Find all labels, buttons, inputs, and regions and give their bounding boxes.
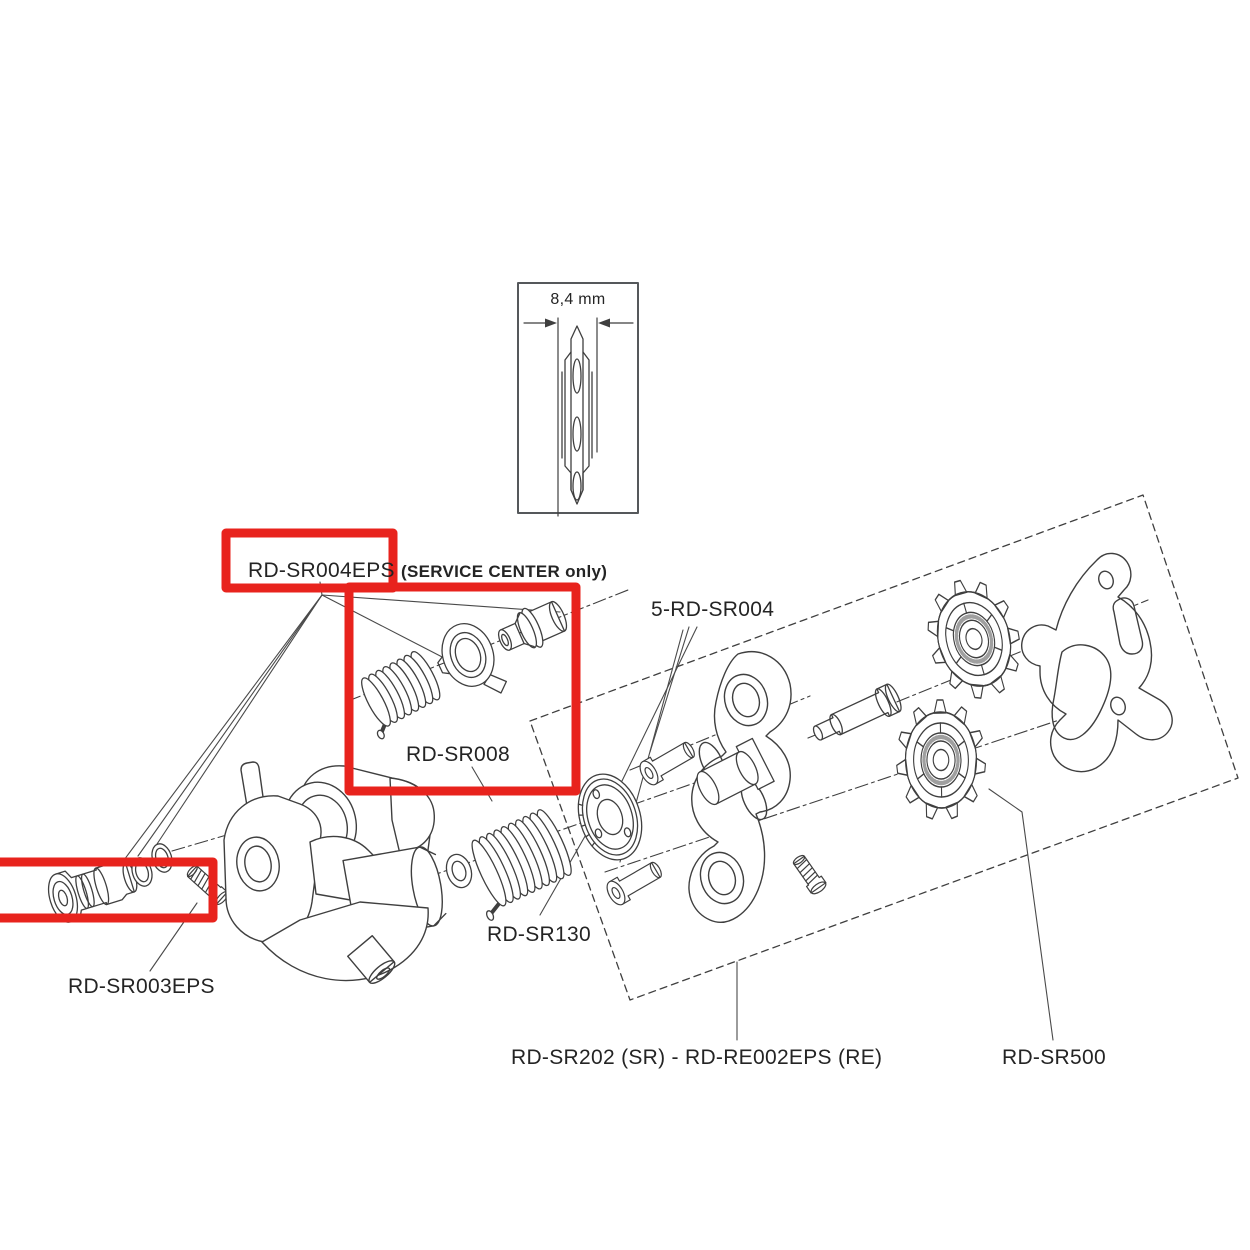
cage-spring-washer bbox=[445, 853, 473, 889]
b-axis-bolt bbox=[497, 600, 568, 651]
label-spring-kit: RD-SR008 bbox=[406, 743, 510, 766]
pivot-bolt bbox=[47, 862, 138, 923]
pulley-axle bbox=[812, 683, 902, 741]
b-axis-spring bbox=[361, 650, 441, 740]
label-screw-set: 5-RD-SR004 bbox=[651, 598, 774, 621]
outer-cage-plate bbox=[1021, 552, 1173, 773]
pulley-screw-top bbox=[639, 741, 695, 786]
dimension-arrows bbox=[523, 317, 634, 517]
pulley-side-view bbox=[561, 325, 593, 505]
highlight-box-service-kit-label bbox=[221, 528, 398, 593]
label-cage-spring-kit: RD-SR130 bbox=[487, 923, 591, 946]
cage-stop-screw bbox=[792, 854, 827, 895]
highlight-box-kit-parts bbox=[344, 582, 581, 796]
highlight-boxes bbox=[0, 528, 581, 923]
label-pulley-set: RD-SR500 bbox=[1002, 1046, 1106, 1069]
label-pivot-bolt-kit: RD-SR003EPS bbox=[68, 975, 215, 998]
b-axis-cam-ring bbox=[437, 623, 508, 694]
cage-assembly-dashed-outline bbox=[529, 494, 1239, 1001]
label-service-note: (SERVICE CENTER only) bbox=[401, 562, 607, 581]
cage-spring bbox=[471, 809, 572, 921]
label-cage-assembly: RD-SR202 (SR) - RD-RE002EPS (RE) bbox=[511, 1046, 882, 1069]
highlight-box-pivot-bolt bbox=[0, 857, 218, 923]
derailleur-body bbox=[223, 761, 447, 985]
pulley-screw-bottom bbox=[606, 861, 662, 906]
measurement-box bbox=[517, 282, 639, 517]
cage-boss bbox=[696, 737, 775, 806]
limit-screw bbox=[186, 865, 229, 905]
label-measurement: 8,4 mm bbox=[550, 291, 605, 308]
spring-cover-disc bbox=[577, 773, 643, 861]
upper-pulley bbox=[914, 569, 1033, 709]
label-service-kit: RD-SR004EPS bbox=[248, 559, 395, 582]
lower-pulley bbox=[895, 699, 987, 820]
